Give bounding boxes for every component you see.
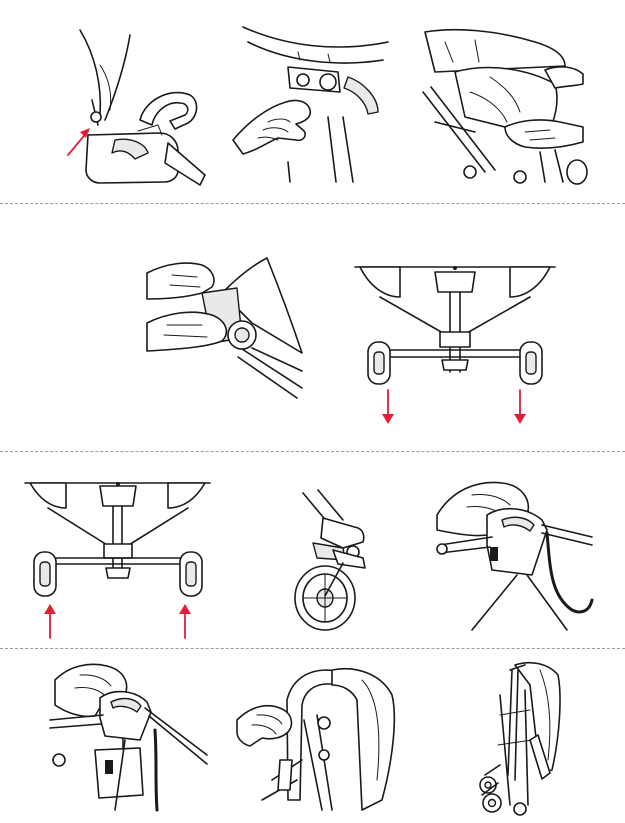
red-arrow-down-right: [514, 414, 526, 424]
panel-2a-hub-button: [142, 253, 307, 413]
panel-3a-wheels-push-up: [20, 478, 215, 643]
panel-2b-wheels-pull-down: [350, 262, 560, 427]
red-arrow-up-right: [179, 604, 191, 614]
panel-3b-front-caster: [283, 488, 383, 633]
row-divider-3: [0, 648, 625, 649]
panel-1a-basket-release: [40, 25, 215, 190]
panel-4a-fold-strap: [45, 660, 210, 820]
row-divider-2: [0, 451, 625, 452]
row-divider-1: [0, 203, 625, 204]
panel-3c-fold-lever: [432, 475, 597, 635]
red-arrow-up-left: [44, 604, 56, 614]
panel-1c-seat-lift: [415, 22, 590, 187]
panel-1b-seat-clip: [228, 22, 398, 187]
red-arrow-down-left: [382, 414, 394, 424]
panel-4b-fold-handlebar: [232, 660, 402, 820]
panel-4c-folded-stroller: [470, 655, 570, 817]
